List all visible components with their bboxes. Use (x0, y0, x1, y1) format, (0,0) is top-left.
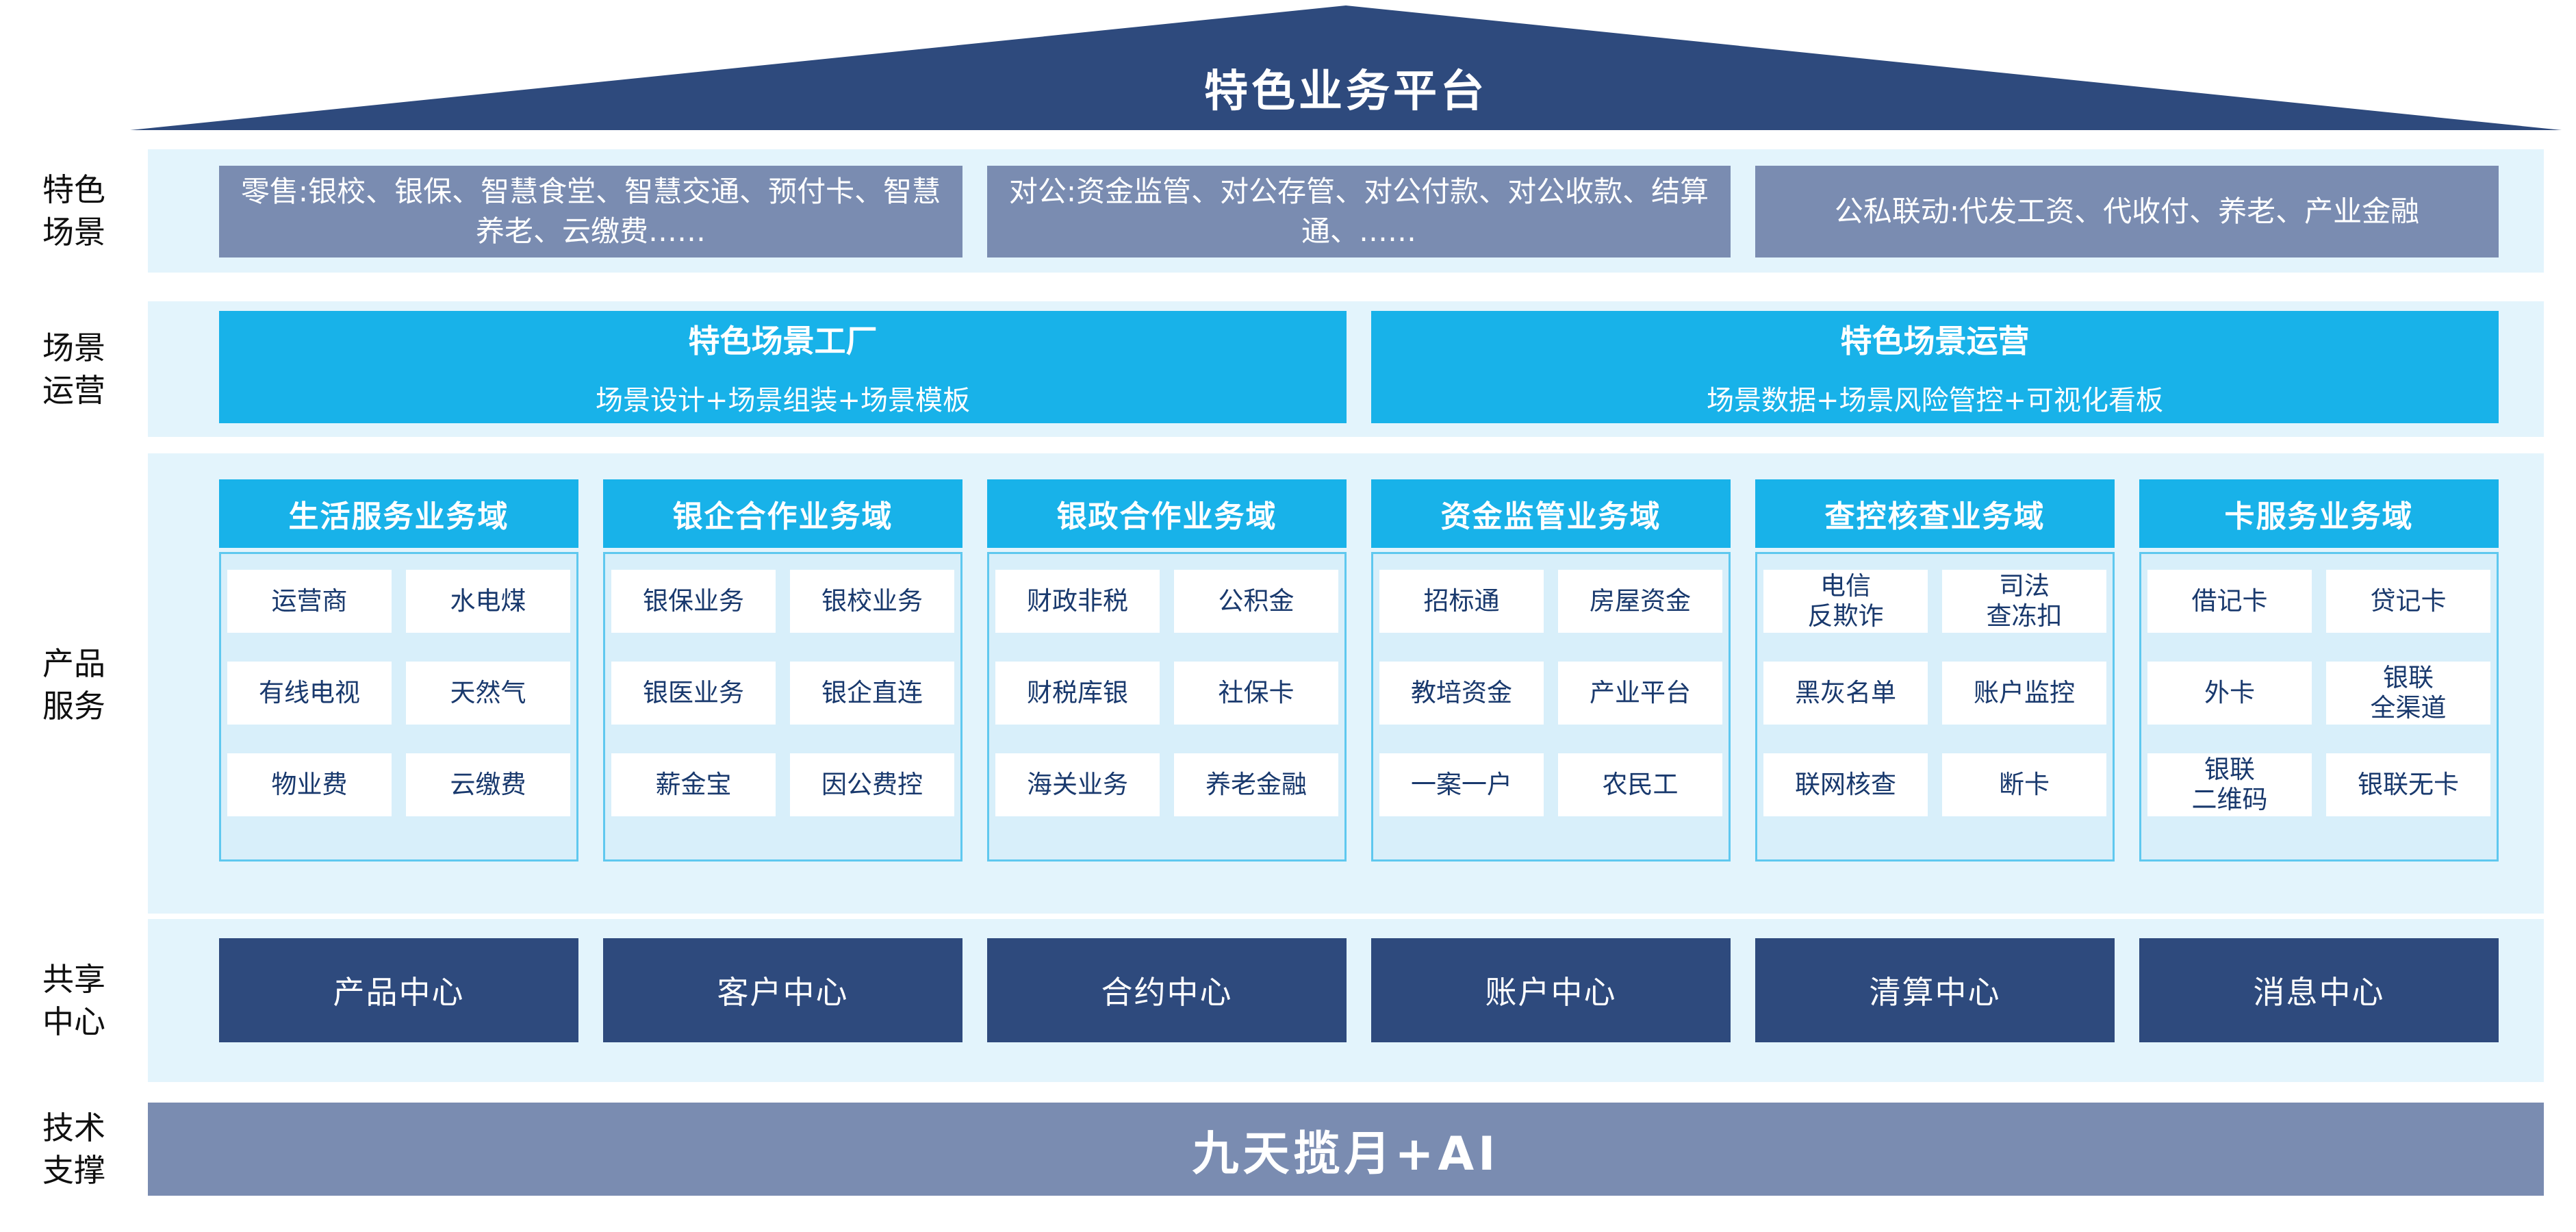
operation-box-title: 特色场景工厂 (688, 323, 878, 360)
side-label-product: 产品 服务 (42, 645, 105, 725)
product-cell: 电信 反欺诈 (1763, 570, 1928, 633)
column-header: 查控核查业务域 (1755, 479, 2115, 548)
product-cell: 联网核查 (1763, 753, 1928, 816)
product-column-fund-supervision: 资金监管业务域 招标通 房屋资金 教培资金 产业平台 一案一户 农民工 (1371, 479, 1731, 862)
scene-box-retail: 零售:银校、银保、智慧食堂、智慧交通、预付卡、智慧养老、云缴费…… (219, 166, 962, 257)
product-cell: 薪金宝 (611, 753, 776, 816)
product-cell: 账户监控 (1942, 662, 2106, 725)
platform-title: 特色业务平台 (1204, 66, 1488, 117)
column-body: 招标通 房屋资金 教培资金 产业平台 一案一户 农民工 (1371, 552, 1731, 862)
product-cell: 银联 二维码 (2147, 753, 2312, 816)
column-header: 银政合作业务域 (987, 479, 1347, 548)
product-cell: 教培资金 (1379, 662, 1544, 725)
product-cell: 云缴费 (406, 753, 570, 816)
side-label-share: 共享 中心 (42, 961, 105, 1040)
product-cell: 银企直连 (790, 662, 954, 725)
side-label-scene: 特色 场景 (42, 171, 105, 251)
product-cell: 银校业务 (790, 570, 954, 633)
operation-box-scene-operation: 特色场景运营 场景数据+场景风险管控+可视化看板 (1371, 311, 2499, 423)
scene-box-corporate: 对公:资金监管、对公存管、对公付款、对公收款、结算通、…… (987, 166, 1731, 257)
operation-box-scene-factory: 特色场景工厂 场景设计+场景组装+场景模板 (219, 311, 1347, 423)
share-center-clearing: 清算中心 (1755, 938, 2115, 1042)
product-column-life-services: 生活服务业务域 运营商 水电煤 有线电视 天然气 物业费 云缴费 (219, 479, 578, 862)
product-cell: 财政非税 (995, 570, 1160, 633)
scene-box-public-private: 公私联动:代发工资、代收付、养老、产业金融 (1755, 166, 2499, 257)
product-column-bank-government: 银政合作业务域 财政非税 公积金 财税库银 社保卡 海关业务 养老金融 (987, 479, 1347, 862)
share-center-customer: 客户中心 (603, 938, 962, 1042)
product-cell: 银联 全渠道 (2326, 662, 2490, 725)
tech-support-bar: 九天揽月+AI (148, 1103, 2544, 1196)
product-cell: 水电煤 (406, 570, 570, 633)
operation-box-subtitle: 场景设计+场景组装+场景模板 (595, 385, 971, 416)
column-header: 生活服务业务域 (219, 479, 578, 548)
column-body: 银保业务 银校业务 银医业务 银企直连 薪金宝 因公费控 (603, 552, 962, 862)
product-cell: 外卡 (2147, 662, 2312, 725)
product-cell: 农民工 (1558, 753, 1722, 816)
product-cell: 司法 查冻扣 (1942, 570, 2106, 633)
product-cell: 产业平台 (1558, 662, 1722, 725)
product-cell: 断卡 (1942, 753, 2106, 816)
product-cell: 因公费控 (790, 753, 954, 816)
product-cell: 海关业务 (995, 753, 1160, 816)
product-cell: 银联无卡 (2326, 753, 2490, 816)
product-cell: 房屋资金 (1558, 570, 1722, 633)
operation-box-subtitle: 场景数据+场景风险管控+可视化看板 (1706, 385, 2164, 416)
product-cell: 天然气 (406, 662, 570, 725)
column-header: 资金监管业务域 (1371, 479, 1731, 548)
product-cell: 银医业务 (611, 662, 776, 725)
product-cell: 公积金 (1174, 570, 1338, 633)
share-center-contract: 合约中心 (987, 938, 1347, 1042)
product-cell: 社保卡 (1174, 662, 1338, 725)
product-cell: 银保业务 (611, 570, 776, 633)
operation-box-title: 特色场景运营 (1840, 323, 2030, 360)
product-column-card-services: 卡服务业务域 借记卡 贷记卡 外卡 银联 全渠道 银联 二维码 银联无卡 (2139, 479, 2499, 862)
column-header: 卡服务业务域 (2139, 479, 2499, 548)
side-label-operation: 场景 运营 (42, 329, 105, 409)
product-cell: 财税库银 (995, 662, 1160, 725)
product-column-inquiry-control: 查控核查业务域 电信 反欺诈 司法 查冻扣 黑灰名单 账户监控 联网核查 断卡 (1755, 479, 2115, 862)
product-cell: 有线电视 (227, 662, 392, 725)
product-cell: 运营商 (227, 570, 392, 633)
share-center-account: 账户中心 (1371, 938, 1731, 1042)
side-label-tech: 技术 支撑 (42, 1109, 105, 1189)
product-cell: 一案一户 (1379, 753, 1544, 816)
column-header: 银企合作业务域 (603, 479, 962, 548)
product-column-bank-enterprise: 银企合作业务域 银保业务 银校业务 银医业务 银企直连 薪金宝 因公费控 (603, 479, 962, 862)
product-cell: 借记卡 (2147, 570, 2312, 633)
share-center-product: 产品中心 (219, 938, 578, 1042)
product-cell: 招标通 (1379, 570, 1544, 633)
product-cell: 黑灰名单 (1763, 662, 1928, 725)
column-body: 财政非税 公积金 财税库银 社保卡 海关业务 养老金融 (987, 552, 1347, 862)
share-center-message: 消息中心 (2139, 938, 2499, 1042)
product-cell: 贷记卡 (2326, 570, 2490, 633)
product-cell: 物业费 (227, 753, 392, 816)
column-body: 运营商 水电煤 有线电视 天然气 物业费 云缴费 (219, 552, 578, 862)
column-body: 电信 反欺诈 司法 查冻扣 黑灰名单 账户监控 联网核查 断卡 (1755, 552, 2115, 862)
column-body: 借记卡 贷记卡 外卡 银联 全渠道 银联 二维码 银联无卡 (2139, 552, 2499, 862)
product-cell: 养老金融 (1174, 753, 1338, 816)
